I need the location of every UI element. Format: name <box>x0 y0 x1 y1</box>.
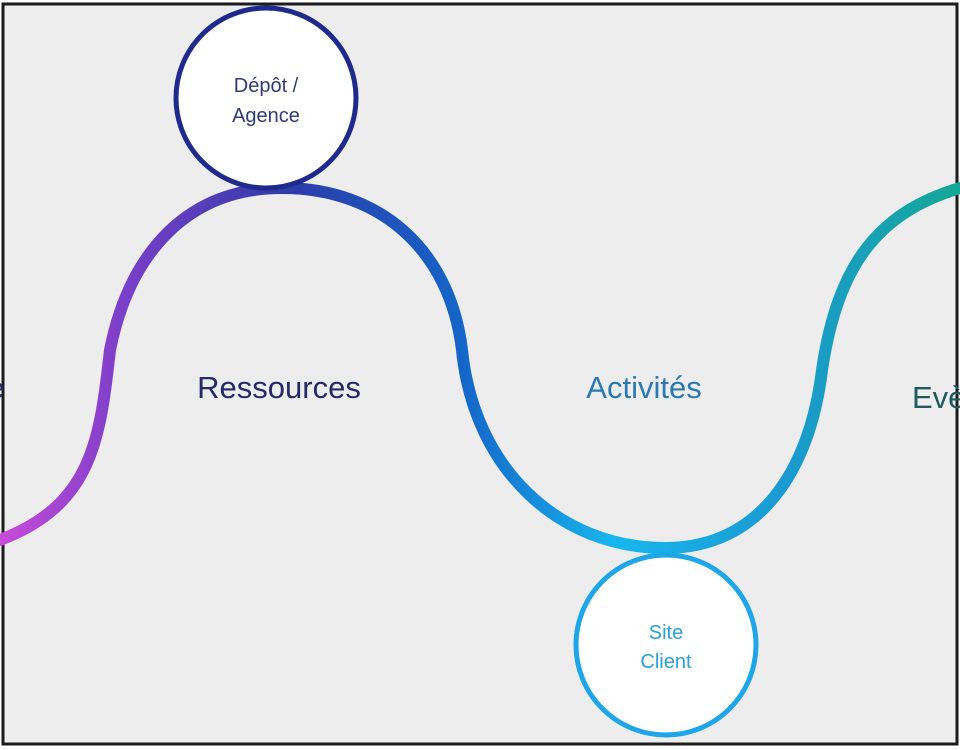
label-activites: Activités <box>586 370 701 405</box>
label-ressources: Ressources <box>197 370 361 405</box>
label-evenements-partial: Evè <box>912 380 960 415</box>
node-depot-agence-line-1: Dépôt / <box>234 75 299 97</box>
wave-connector <box>0 181 960 555</box>
label-left-partial: e <box>0 372 5 405</box>
node-depot-agence-line-2: Agence <box>232 105 300 127</box>
node-site-client-circle <box>573 552 759 738</box>
node-site-client-line-1: Site <box>649 622 683 644</box>
node-site-client: Site Client <box>573 552 759 738</box>
node-depot-agence-circle <box>173 5 359 191</box>
node-depot-agence: Dépôt / Agence <box>173 5 359 191</box>
node-site-client-line-2: Client <box>640 651 692 673</box>
